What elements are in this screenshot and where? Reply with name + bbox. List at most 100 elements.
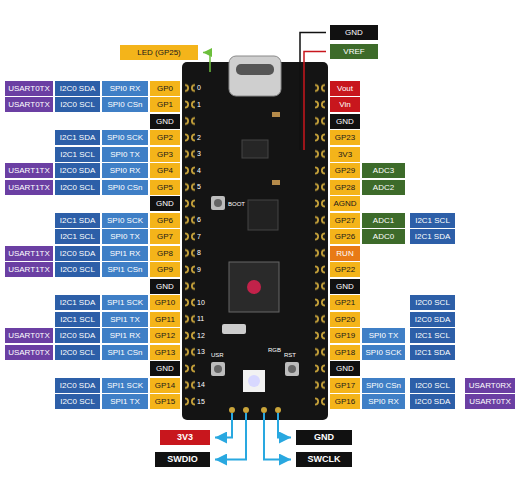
pin-text: GP20: [335, 312, 355, 327]
pin-text: I2C0 SDA: [415, 312, 451, 327]
pin-text: GND: [156, 361, 174, 376]
pin-label: GP14: [150, 378, 180, 393]
pin-label: GP15: [150, 394, 180, 409]
pin-text: SPI1 CSn: [107, 345, 142, 360]
pin-label: GND: [150, 279, 180, 294]
pin-text: VREF: [343, 44, 364, 59]
pin-label: GP23: [330, 130, 360, 145]
pin-text: GND: [336, 279, 354, 294]
pin-text: GP29: [335, 163, 355, 178]
pin-text: SPI0 CSn: [107, 97, 142, 112]
pin-text: SPI0 TX: [110, 229, 140, 244]
pin-label: SPI1 SCK: [102, 295, 148, 310]
pin-text: USART1TX: [8, 180, 50, 195]
usb-c-opening: [236, 64, 274, 75]
pin-text: I2C1 SDA: [60, 295, 96, 310]
pin-text: GP27: [335, 213, 355, 228]
pin-text: USART0TX: [8, 345, 50, 360]
pin-text: ADC3: [373, 163, 394, 178]
silkscreen-label: USR: [211, 350, 224, 360]
swd-leader: [215, 413, 232, 438]
pin-label: USART1TX: [5, 262, 53, 277]
pin-text: GP28: [335, 180, 355, 195]
pin-text: I2C1 SCL: [60, 229, 95, 244]
pin-text: 3V3: [177, 430, 193, 445]
pin-label: I2C0 SCL: [55, 394, 100, 409]
pin-label: USART0TX: [5, 97, 53, 112]
pin-text: GP15: [155, 394, 175, 409]
pin-label: I2C0 SCL: [55, 262, 100, 277]
pin-label: SPI0 CSn: [362, 378, 405, 393]
pin-text: SPI1 TX: [110, 312, 140, 327]
pin-text: USART1TX: [8, 262, 50, 277]
pin-text: I2C0 SDA: [415, 394, 451, 409]
silkscreen-label: RGB: [268, 345, 281, 355]
pin-text: I2C0 SCL: [415, 295, 450, 310]
pin-text: RUN: [336, 246, 353, 261]
pin-text: GP8: [157, 246, 173, 261]
right-header: [315, 80, 325, 410]
pin-label: SPI0 SCK: [362, 345, 405, 360]
pin-label: SPI0 CSn: [102, 180, 148, 195]
pin-label: USART0TX: [465, 394, 515, 409]
pin-text: I2C1 SCL: [415, 328, 450, 343]
pin-text: GP18: [335, 345, 355, 360]
pin-label: Vin: [330, 97, 360, 112]
silkscreen-label: 7: [197, 232, 201, 242]
rst-button: [285, 362, 299, 376]
button-cap: [214, 199, 222, 207]
pcb: [182, 62, 328, 420]
smd-part: [272, 180, 280, 185]
pin-text: GND: [336, 114, 354, 129]
pin-label: GP21: [330, 295, 360, 310]
swd-pad: [243, 407, 249, 413]
pin-text: USART0RX: [469, 378, 512, 393]
usb-c-connector: [229, 56, 281, 96]
silkscreen-label: 14: [197, 380, 205, 390]
pin-text: LED (GP25): [137, 45, 181, 60]
pin-label: I2C1 SDA: [410, 229, 455, 244]
pin-label: ADC3: [362, 163, 405, 178]
pin-label: SPI1 SCK: [102, 378, 148, 393]
pin-text: GP13: [155, 345, 175, 360]
pin-label: USART0TX: [5, 328, 53, 343]
pin-text: GP7: [157, 229, 173, 244]
pin-text: USART1TX: [8, 163, 50, 178]
pin-text: I2C0 SDA: [60, 246, 96, 261]
pin-text: 3V3: [338, 147, 352, 162]
pin-text: I2C1 SDA: [415, 229, 451, 244]
pin-label: USART1TX: [5, 163, 53, 178]
pin-label: SPI0 RX: [102, 81, 148, 96]
silkscreen-label: 5: [197, 182, 201, 192]
pin-label: 3V3: [160, 430, 210, 445]
pin-label: ADC2: [362, 180, 405, 195]
pin-label: SPI0 TX: [102, 229, 148, 244]
pin-label: SPI0 SCK: [102, 213, 148, 228]
pin-label: I2C0 SDA: [55, 378, 100, 393]
pin-label: GP5: [150, 180, 180, 195]
pin-label: GND: [150, 114, 180, 129]
pin-label: GP29: [330, 163, 360, 178]
pin-label: GND: [150, 361, 180, 376]
pin-text: GND: [156, 279, 174, 294]
vref-leader: [304, 52, 326, 151]
pin-label: GP11: [150, 312, 180, 327]
button-cap: [288, 365, 296, 373]
pin-label: I2C1 SDA: [410, 345, 455, 360]
pin-text: SWDIO: [167, 452, 198, 467]
pin-text: I2C1 SCL: [415, 213, 450, 228]
pin-label: I2C1 SDA: [55, 213, 100, 228]
pin-text: SWCLK: [308, 452, 341, 467]
silkscreen-label: 4: [197, 166, 201, 176]
pin-text: GND: [156, 114, 174, 129]
pin-text: ADC2: [373, 180, 394, 195]
pin-text: GP26: [335, 229, 355, 244]
pin-text: I2C1 SCL: [60, 312, 95, 327]
swd-leader: [278, 413, 291, 438]
pin-label: GP4: [150, 163, 180, 178]
pin-label: USART0RX: [465, 378, 515, 393]
pin-text: SPI0 SCK: [365, 345, 401, 360]
pin-label: I2C0 SDA: [55, 163, 100, 178]
pin-label: USART1TX: [5, 180, 53, 195]
swd-pad: [275, 407, 281, 413]
